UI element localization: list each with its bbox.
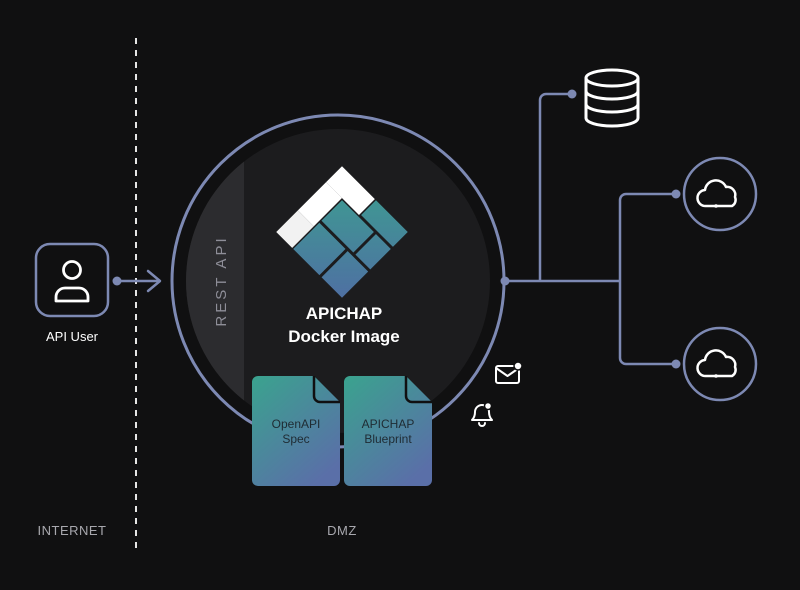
- database-icon[interactable]: [584, 68, 640, 128]
- bell-icon: [471, 401, 493, 427]
- blueprint-doc-line1: APICHAP: [362, 417, 415, 431]
- openapi-doc-line2: Spec: [282, 432, 309, 446]
- openapi-spec-document[interactable]: [252, 376, 340, 486]
- blueprint-doc-line2: Blueprint: [364, 432, 412, 446]
- api-user-label: API User: [46, 329, 99, 344]
- zone-label-dmz: DMZ: [327, 523, 357, 538]
- core-title-line1: APICHAP: [306, 304, 383, 323]
- cloud-service-2[interactable]: [682, 326, 758, 402]
- cloud-2-input-dot: [671, 359, 681, 369]
- mail-icon: [495, 361, 523, 384]
- cloud-service-1[interactable]: [682, 156, 758, 232]
- user-icon: [54, 260, 90, 303]
- database-input-dot: [567, 89, 577, 99]
- cloud-icon: [696, 179, 737, 208]
- zone-label-internet: INTERNET: [38, 523, 107, 538]
- api-user-node[interactable]: [34, 242, 110, 318]
- apichap-blueprint-document[interactable]: [344, 376, 432, 486]
- apichap-logo: [271, 161, 413, 303]
- cloud-icon: [696, 349, 737, 378]
- request-arrow: [112, 269, 162, 293]
- openapi-doc-line1: OpenAPI: [272, 417, 321, 431]
- rest-api-band: [186, 129, 244, 433]
- target-connectors: [505, 92, 676, 366]
- core-output-dot: [500, 276, 510, 286]
- core-title-line2: Docker Image: [288, 327, 400, 346]
- rest-api-label: REST API: [213, 235, 230, 326]
- cloud-1-input-dot: [671, 189, 681, 199]
